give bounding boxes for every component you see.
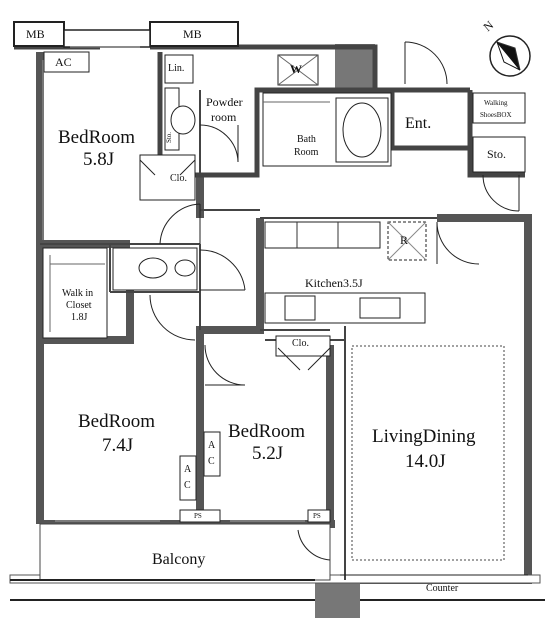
w-label: W [290,62,302,76]
ps-box-1 [179,509,221,523]
living-size: 14.0J [405,451,446,472]
mb-left-label: MB [26,27,45,41]
toilet-upper [170,105,196,135]
walk-in-closet-box [42,247,108,339]
bath-label-1: Bath [297,134,316,145]
ac-2-a-label: A [184,464,192,475]
ac-2-c-label: C [184,480,191,491]
walkin-label-3: 1.8J [71,312,88,323]
compass-icon [489,35,531,77]
bedroom-sw-size: 7.4J [102,435,134,456]
mb-mid-label: MB [183,27,202,41]
sto-vertical-label: Sto. [165,131,174,144]
powder-room-label-2: room [211,110,237,124]
ac-top-box [43,51,90,73]
sto-label: Sto. [487,147,507,161]
lin-box [164,54,194,84]
walking-label-1: Walking [484,99,508,107]
ps-1-label: PS [194,512,202,520]
sto-box [472,136,526,173]
ac-1-c-label: C [208,456,215,467]
counter-label: Counter [426,583,459,594]
lin-label: Lin. [168,63,185,74]
bedroom-nw-name: BedRoom [58,127,136,148]
bedroom-sw-name: BedRoom [78,411,156,432]
ac-1-a-label: A [208,440,216,451]
kitchen-cabinets [264,221,381,249]
powder-room-label-1: Powder [206,95,243,109]
balcony-area [39,523,331,581]
kitchen-label: Kitchen3.5J [305,276,363,290]
mb-middle-strip [63,29,151,48]
ac-top-label: AC [55,55,72,69]
bath-label-2: Room [294,147,319,158]
column-top [335,44,375,90]
living-rug [351,345,505,561]
door-swings [139,41,520,561]
ps-2-label: PS [313,512,321,520]
walkin-label-2: Closet [66,300,92,311]
r-label: R [400,233,409,247]
cooktop [284,295,316,321]
ent-label: Ent. [405,115,432,132]
balcony-label: Balcony [152,551,206,568]
ac-box-1 [203,431,221,477]
toilet-lower [138,257,168,279]
clo-upper-label: Clo. [170,173,187,184]
living-name: LivingDining [372,426,476,447]
bedroom-s-name: BedRoom [228,421,306,442]
closet-lower [275,335,331,357]
bedroom-s-size: 5.2J [252,443,284,464]
walking-label-2: ShoesBOX [480,111,512,119]
bedroom-nw-size: 5.8J [83,149,115,170]
bathtub-basin [342,102,382,158]
walkin-label-1: Walk in [62,288,94,299]
ps-box-2 [307,509,331,523]
clo-lower-label: Clo. [292,338,309,349]
closet-upper [139,154,196,201]
ac-box-2 [179,455,197,501]
walking-shoes-box [472,92,526,124]
sink [359,297,401,319]
column-bottom [315,580,360,618]
